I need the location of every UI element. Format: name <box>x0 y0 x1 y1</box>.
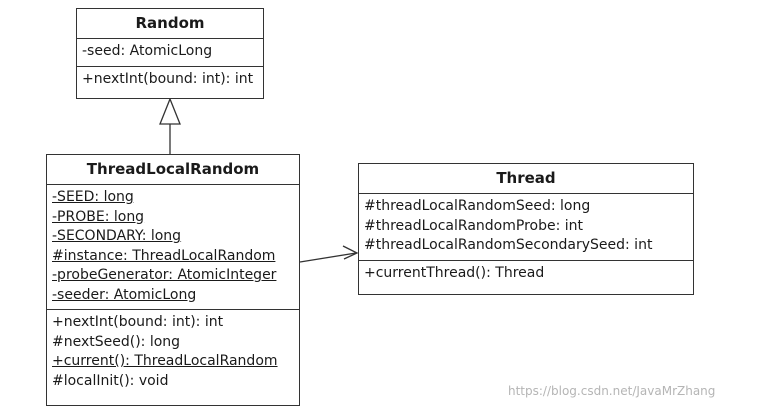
attributes-thread: #threadLocalRandomSeed: long #threadLocal… <box>359 194 693 261</box>
class-attribute: -seed: AtomicLong <box>82 43 213 59</box>
operations-thread: +currentThread(): Thread <box>359 261 693 288</box>
class-operation: #nextSeed(): long <box>52 333 181 350</box>
class-name-thread: Thread <box>359 164 693 194</box>
class-attribute: #threadLocalRandomSeed: long <box>364 198 591 214</box>
class-attribute: -SEED: long <box>52 189 134 205</box>
association-arrowhead <box>342 245 359 260</box>
attributes-thread-local-random: -SEED: long -PROBE: long -SECONDARY: long #… <box>47 185 299 310</box>
class-thread: Thread #threadLocalRandomSeed: long#thre… <box>358 163 694 295</box>
operations-random: +nextInt(bound: int): int <box>77 67 263 94</box>
class-attribute: #threadLocalRandomSecondarySeed: int <box>364 237 653 253</box>
class-attribute: -probeGenerator: AtomicInteger <box>52 267 277 283</box>
class-operation: +current(): ThreadLocalRandom <box>52 353 278 369</box>
class-random: Random -seed: AtomicLong +nextInt(bound:… <box>76 8 264 99</box>
class-name-thread-local-random: ThreadLocalRandom <box>47 155 299 185</box>
attributes-random: -seed: AtomicLong <box>77 39 263 67</box>
generalization-arrowhead <box>159 97 181 125</box>
class-operation: +nextInt(bound: int): int <box>82 70 254 87</box>
class-attribute: -SECONDARY: long <box>52 228 182 244</box>
class-attribute: #threadLocalRandomProbe: int <box>364 217 583 234</box>
class-attribute: -seeder: AtomicLong <box>52 286 197 303</box>
watermark-text: https://blog.csdn.net/JavaMrZhang <box>508 384 716 398</box>
class-attribute: -PROBE: long <box>52 208 145 225</box>
class-name-random: Random <box>77 9 263 39</box>
class-attribute: #instance: ThreadLocalRandom <box>52 247 276 264</box>
class-thread-local-random: ThreadLocalRandom -SEED: long -PROBE: lon… <box>46 154 300 406</box>
association-line <box>299 252 357 263</box>
operations-thread-local-random: +nextInt(bound: int): int #nextSeed(): lo… <box>47 310 299 395</box>
class-operation: +nextInt(bound: int): int <box>52 314 224 330</box>
class-operation: +currentThread(): Thread <box>364 264 545 281</box>
class-operation: #localInit(): void <box>52 372 169 389</box>
